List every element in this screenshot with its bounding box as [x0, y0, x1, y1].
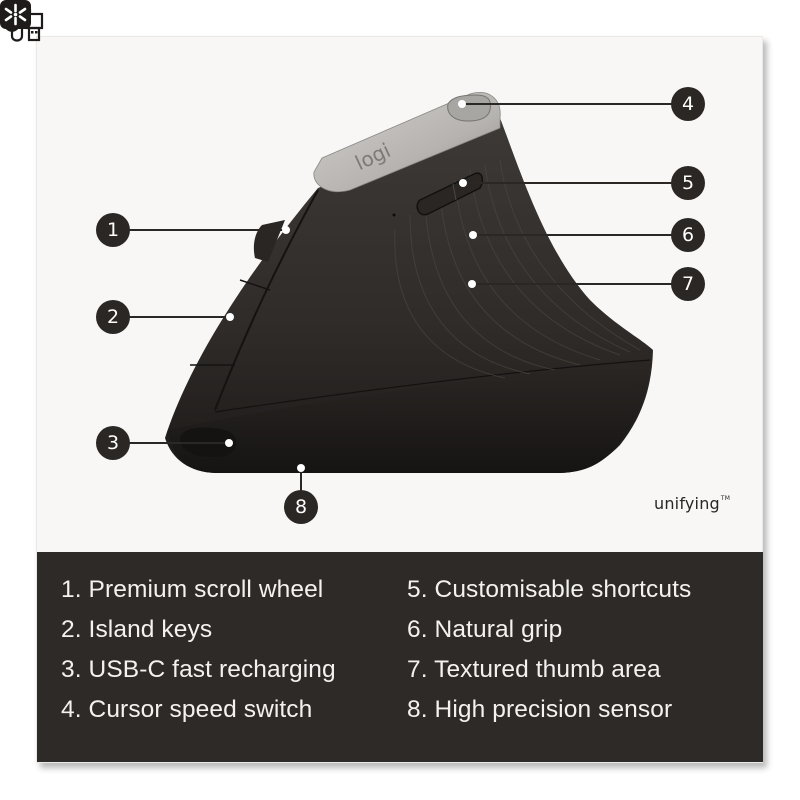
unifying-icon [0, 0, 31, 29]
callout-4: 4 [671, 87, 705, 121]
feature-item: 4. Cursor speed switch [61, 696, 313, 723]
features-panel: 1. Premium scroll wheel 2. Island keys 3… [37, 552, 763, 762]
callout-3: 3 [96, 426, 130, 460]
feature-item: 3. USB-C fast recharging [61, 656, 336, 683]
feature-item: 1. Premium scroll wheel [61, 576, 324, 603]
grip-texture [394, 159, 641, 379]
speed-switch-button [447, 94, 491, 122]
feature-item: 6. Natural grip [407, 616, 563, 643]
mouse-base [168, 360, 650, 473]
callout-8: 8 [284, 490, 318, 524]
feature-item: 2. Island keys [61, 616, 213, 643]
unifying-label: unifyingTM [654, 494, 731, 513]
feature-item: 5. Customisable shortcuts [407, 576, 692, 603]
callout-1: 1 [96, 213, 130, 247]
feature-item: 8. High precision sensor [407, 696, 673, 723]
features-list-left: 1. Premium scroll wheel 2. Island keys 3… [61, 570, 336, 730]
features-list-right: 5. Customisable shortcuts 6. Natural gri… [407, 570, 691, 730]
callout-lines [113, 103, 688, 507]
callout-2: 2 [96, 300, 130, 334]
feature-item: 7. Textured thumb area [407, 656, 661, 683]
callout-5: 5 [671, 166, 705, 200]
callout-dots [225, 100, 477, 472]
callout-7: 7 [671, 267, 705, 301]
callout-6: 6 [671, 218, 705, 252]
